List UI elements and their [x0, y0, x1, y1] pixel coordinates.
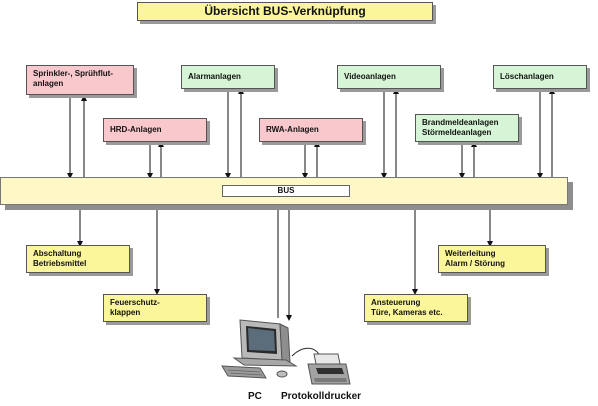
loesch-box: Löschanlagen: [493, 65, 587, 89]
hrd-box: HRD-Anlagen: [103, 118, 207, 142]
video-box: Videoanlagen: [337, 65, 441, 89]
weiterleitung-label-line1: Weiterleitung: [445, 249, 496, 258]
ansteuerung-label-line1: Ansteuerung: [371, 298, 421, 307]
printer-icon: [307, 353, 351, 385]
hrd-label: HRD-Anlagen: [110, 125, 162, 134]
diagram-title: Übersicht BUS-Verknüpfung: [137, 2, 433, 21]
pc-icon: [221, 319, 298, 379]
video-label: Videoanlagen: [344, 72, 396, 81]
alarm-label: Alarmanlagen: [188, 72, 241, 81]
sprinkler-box: Sprinkler-, Sprühflut- anlagen: [26, 65, 134, 95]
bus-label: BUS: [222, 185, 350, 197]
printer-caption: Protokolldrucker: [281, 391, 362, 402]
feuerschutz-box: Feuerschutz- klappen: [103, 294, 207, 322]
weiterleitung-box: Weiterleitung Alarm / Störung: [438, 245, 546, 273]
rwa-label: RWA-Anlagen: [266, 125, 319, 134]
loesch-label: Löschanlagen: [500, 72, 554, 81]
abschaltung-label-line1: Abschaltung: [33, 249, 82, 258]
sprinkler-label-line1: Sprinkler-, Sprühflut-: [33, 69, 113, 78]
ansteuerung-box: Ansteuerung Türe, Kameras etc.: [364, 294, 468, 322]
brand-label-line2: Störmeldeanlagen: [422, 128, 492, 137]
sprinkler-label-line2: anlagen: [33, 79, 64, 88]
abschaltung-box: Abschaltung Betriebsmittel: [26, 245, 130, 273]
alarm-box: Alarmanlagen: [181, 65, 275, 89]
feuerschutz-label-line2: klappen: [110, 308, 141, 317]
pc-caption: PC: [248, 391, 262, 402]
weiterleitung-label-line2: Alarm / Störung: [445, 259, 506, 268]
brand-box: Brandmeldeanlagen Störmeldeanlagen: [415, 114, 519, 142]
abschaltung-label-line2: Betriebsmittel: [33, 259, 87, 268]
rwa-box: RWA-Anlagen: [259, 118, 363, 142]
brand-label-line1: Brandmeldeanlagen: [422, 118, 499, 127]
ansteuerung-label-line2: Türe, Kameras etc.: [371, 308, 443, 317]
feuerschutz-label-line1: Feuerschutz-: [110, 298, 160, 307]
